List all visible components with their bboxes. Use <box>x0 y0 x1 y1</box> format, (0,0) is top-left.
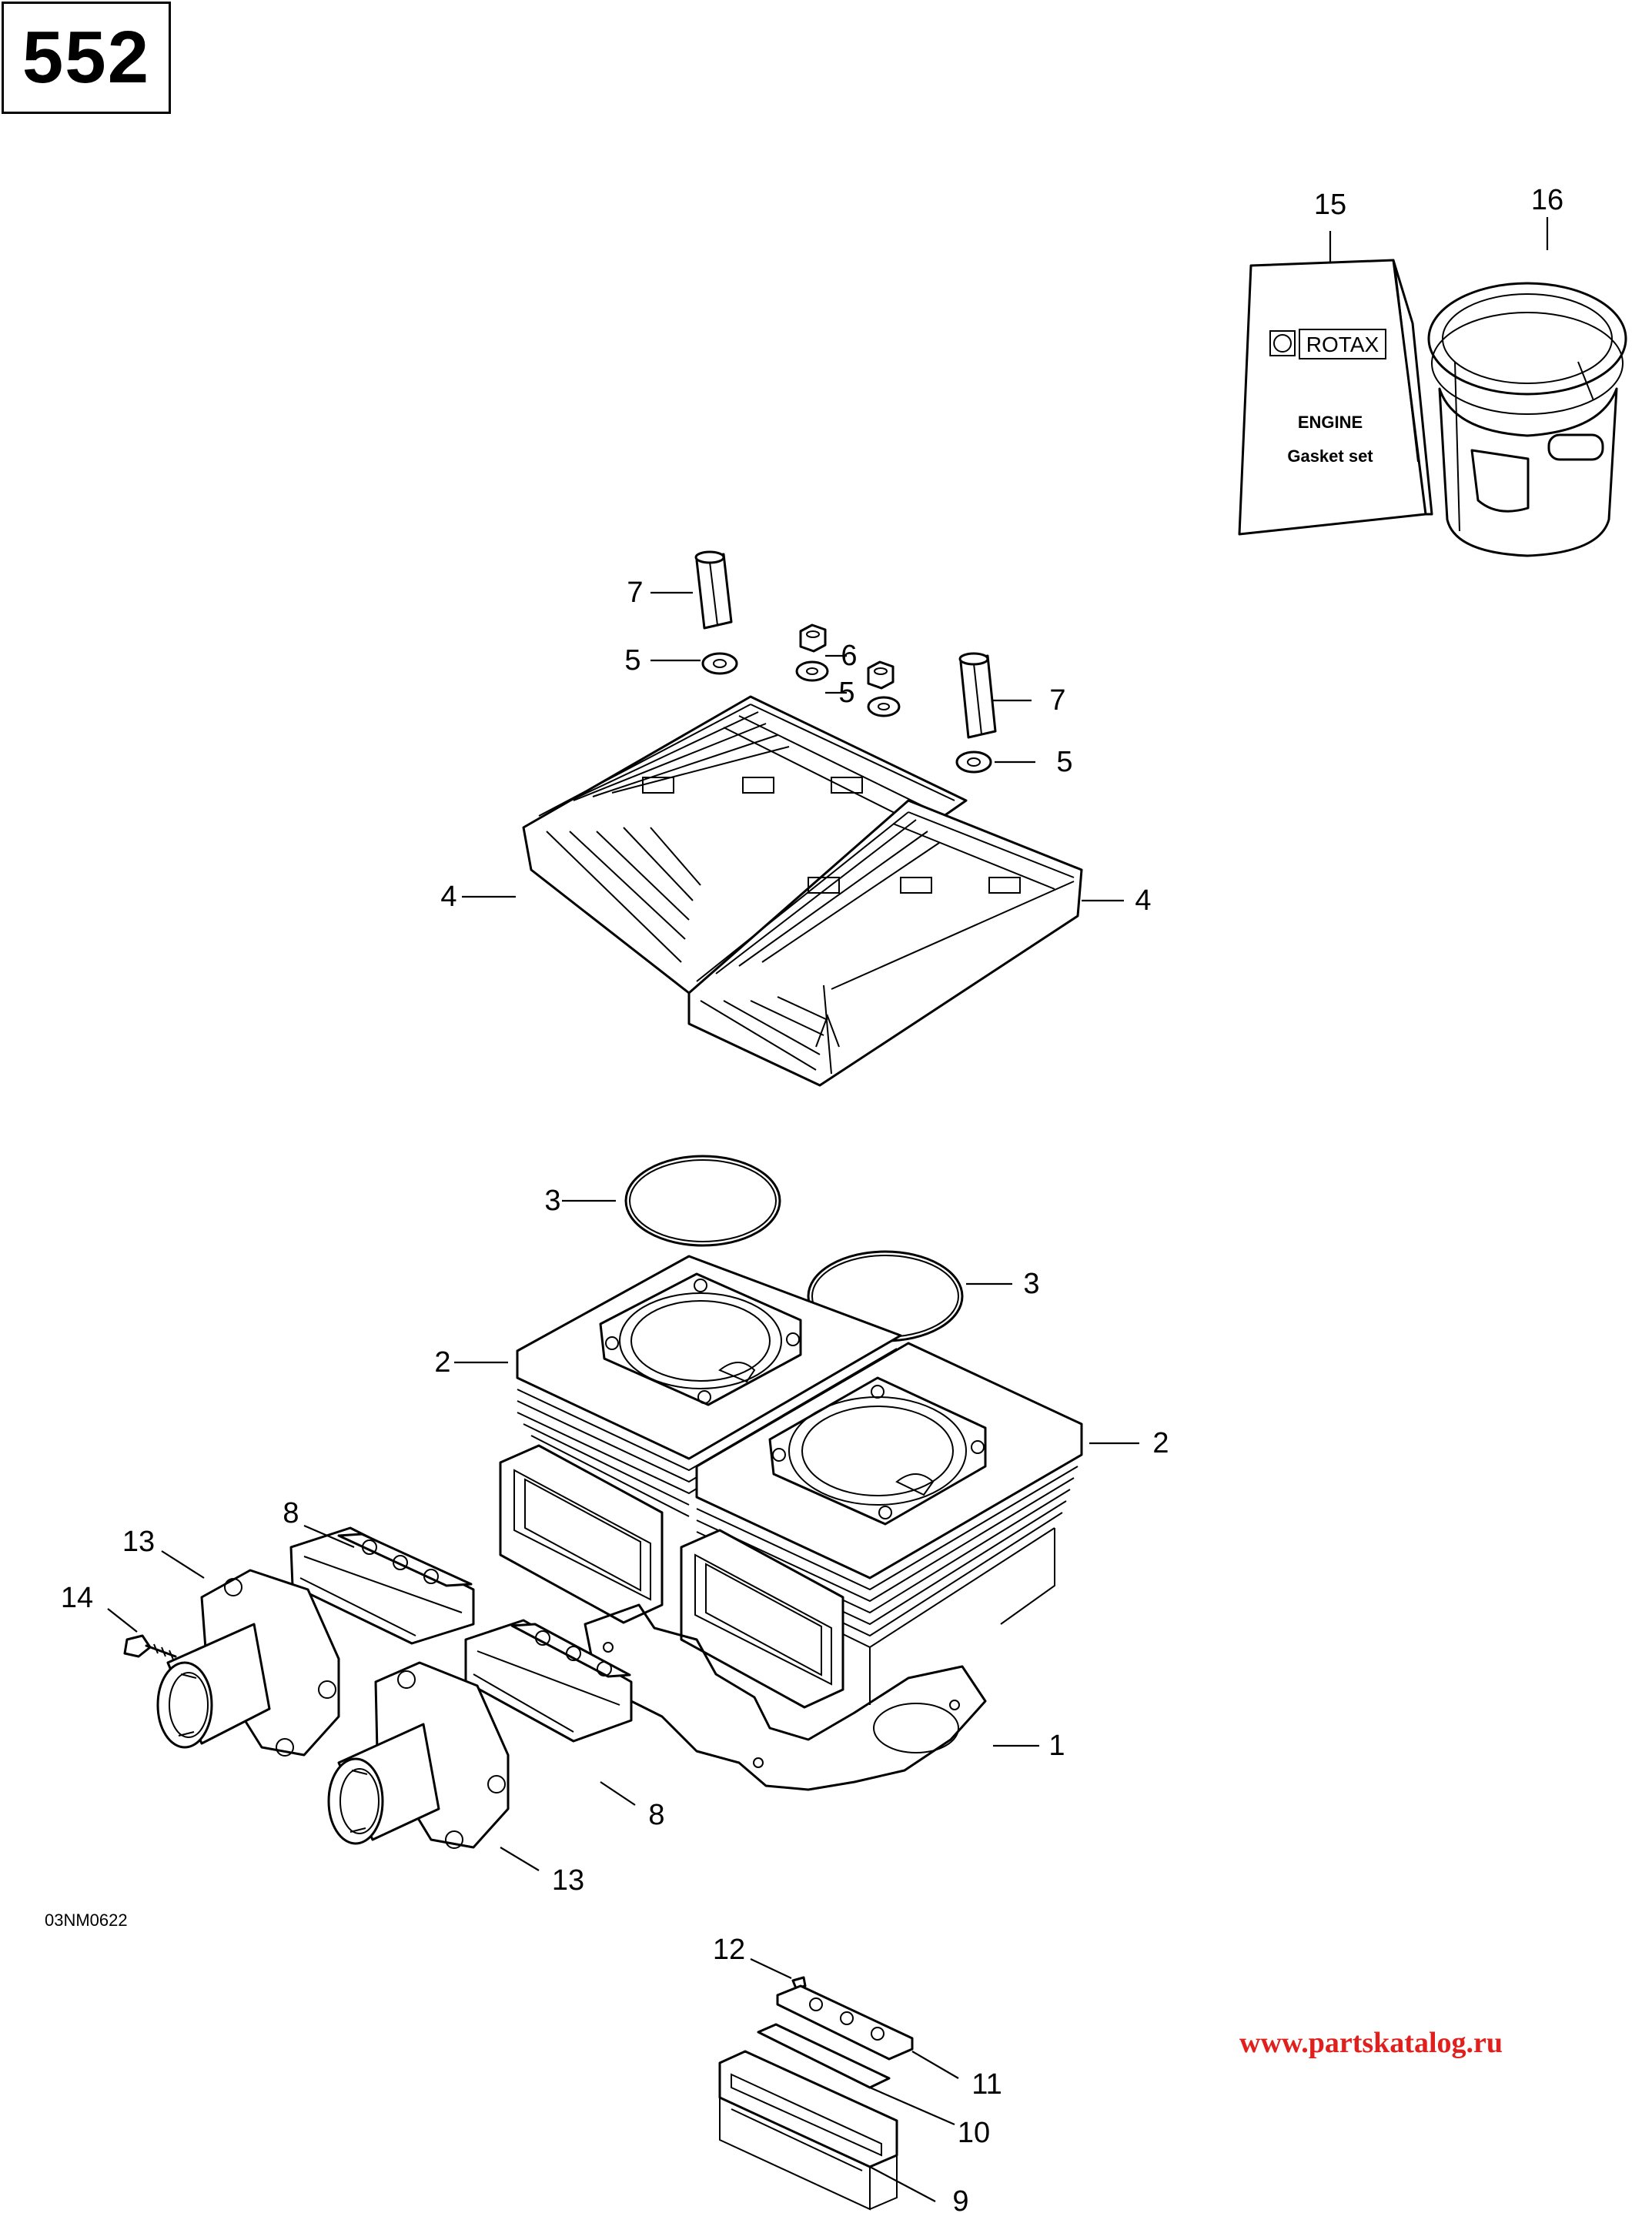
callout-3-left: 3 <box>544 1185 560 1217</box>
callout-10: 10 <box>958 2117 990 2149</box>
booklet-logo-text: ROTAX <box>1306 333 1379 356</box>
callout-12: 12 <box>713 1934 745 1966</box>
callout-6: 6 <box>841 640 857 672</box>
callout-2-right: 2 <box>1152 1427 1169 1459</box>
reed-valve-block[interactable] <box>718 2050 898 2211</box>
page-number-box: 552 <box>2 2 171 114</box>
callout-11: 11 <box>971 2068 1002 2101</box>
washer-2[interactable] <box>795 660 829 682</box>
hex-spacer-left[interactable] <box>694 550 733 630</box>
o-ring-left[interactable] <box>624 1155 781 1247</box>
reed-valve-assembly-upper[interactable] <box>289 1526 475 1645</box>
hex-spacer-right[interactable] <box>958 652 997 739</box>
washer-3[interactable] <box>867 696 901 717</box>
rotax-logo-icon <box>1269 330 1296 356</box>
callout-4-right: 4 <box>1135 884 1151 917</box>
booklet-subtitle: Gasket set <box>1287 446 1373 466</box>
page-number: 552 <box>22 16 151 99</box>
callout-16: 16 <box>1531 184 1563 216</box>
callout-2-left: 2 <box>434 1346 450 1379</box>
callout-7-left: 7 <box>627 577 643 609</box>
rotax-logo-gear-icon <box>1273 334 1292 353</box>
callout-5-middle: 5 <box>838 677 854 709</box>
callout-labels: 15 16 7 5 6 5 7 5 4 4 3 3 2 2 1 8 8 13 1… <box>61 184 1563 2213</box>
callout-9: 9 <box>952 2185 968 2213</box>
callout-13-lower: 13 <box>552 1864 584 1897</box>
intake-port-left <box>499 1444 664 1624</box>
cylinder-sleeve[interactable] <box>1427 282 1627 557</box>
watermark-text: www.partskatalog.ru <box>1239 2027 1503 2059</box>
callout-5-left: 5 <box>624 644 640 677</box>
gasket-set-booklet[interactable]: ROTAX ENGINE Gasket set <box>1238 259 1433 536</box>
callout-3-right: 3 <box>1023 1268 1039 1300</box>
leader-lines <box>107 217 1549 2202</box>
callout-8-lower: 8 <box>648 1799 664 1831</box>
reed-valve-stopper[interactable] <box>776 1984 914 2061</box>
washer-1[interactable] <box>701 652 738 675</box>
cylinder-head-right[interactable] <box>687 799 1083 1087</box>
callout-13-upper: 13 <box>122 1526 155 1558</box>
cylinder-right[interactable] <box>695 1342 1083 1705</box>
callout-1: 1 <box>1048 1730 1065 1762</box>
callout-5-right: 5 <box>1056 746 1072 778</box>
hex-nut-1[interactable] <box>799 623 827 653</box>
intake-port-right <box>680 1529 844 1709</box>
intake-manifold-lower[interactable] <box>327 1661 510 1849</box>
flange-screw[interactable] <box>123 1634 177 1660</box>
callout-8-upper: 8 <box>283 1497 299 1529</box>
drawing-reference-number: 03NM0622 <box>45 1910 128 1930</box>
reed-petal[interactable] <box>757 2023 891 2089</box>
washer-4[interactable] <box>955 750 992 774</box>
callout-15: 15 <box>1314 189 1346 221</box>
intake-manifold-upper[interactable] <box>156 1569 340 1757</box>
booklet-title: ENGINE <box>1298 413 1363 432</box>
callout-7-right: 7 <box>1049 684 1065 717</box>
callout-14: 14 <box>61 1582 93 1614</box>
cylinder-head-left[interactable] <box>522 695 968 995</box>
hex-nut-2[interactable] <box>867 660 895 690</box>
callout-4-left: 4 <box>440 881 456 913</box>
cylinder-base-gasket[interactable] <box>584 1603 987 1791</box>
